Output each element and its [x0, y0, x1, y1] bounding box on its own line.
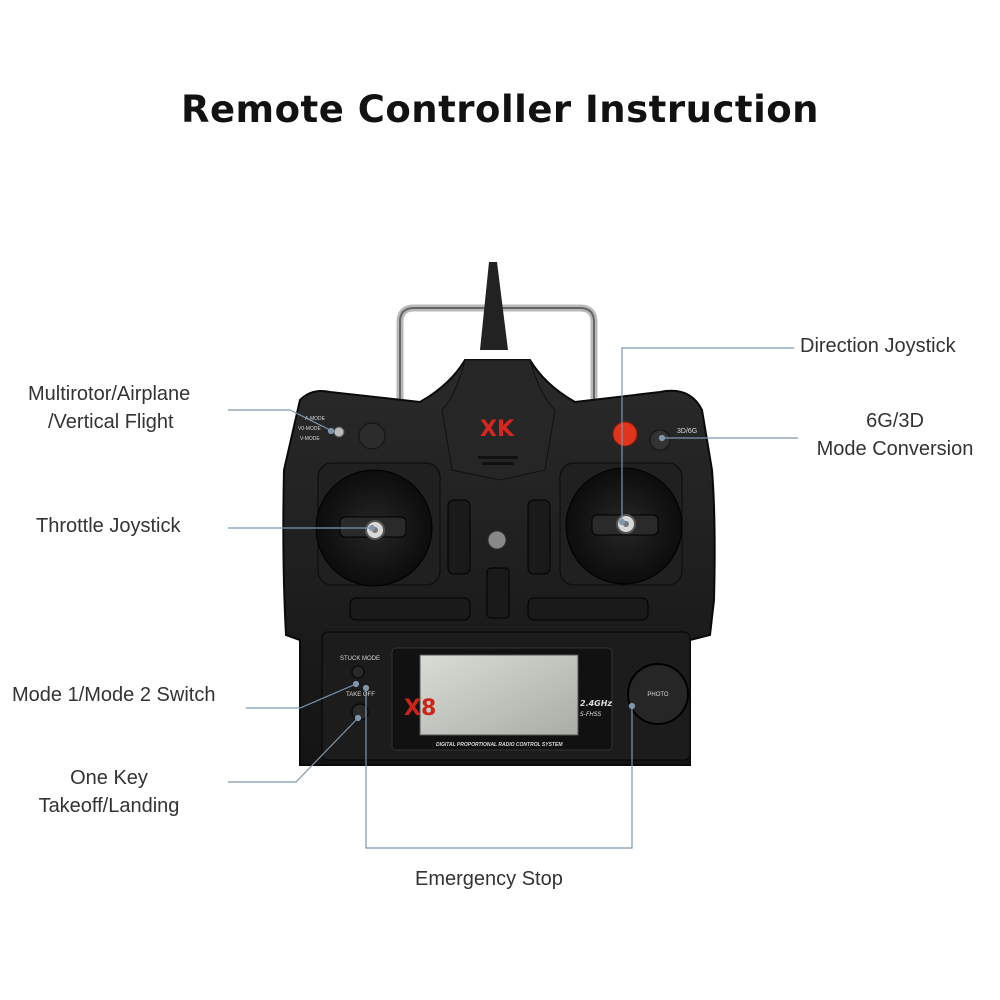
take-off-label: TAKE OFF	[346, 692, 375, 698]
label-emergency: Emergency Stop	[415, 868, 563, 890]
protocol-label: S-FHSS	[580, 711, 602, 718]
leader-emergency	[365, 688, 633, 849]
svg-text:V0-MODE: V0-MODE	[298, 426, 321, 432]
model-name: X8	[404, 696, 436, 721]
red-button	[612, 421, 638, 447]
leader-mode-switch	[246, 683, 357, 709]
leader-one-key	[228, 717, 359, 783]
mode-3d6g-label: 3D/6G	[677, 428, 697, 435]
label-mode-switch: Mode 1/Mode 2 Switch	[12, 684, 216, 706]
photo-label: PHOTO	[647, 692, 669, 698]
label-one-key: One Key Takeoff/Landing	[38, 767, 180, 817]
photo-button	[627, 663, 689, 725]
svg-text:V-MODE: V-MODE	[300, 436, 320, 442]
flight-mode-switch	[333, 426, 345, 438]
label-mode-conversion: 6G/3D Mode Conversion	[816, 410, 974, 460]
leader-lines	[228, 347, 798, 849]
antenna	[480, 262, 508, 350]
label-direction: Direction Joystick	[800, 335, 956, 357]
label-multirotor: Multirotor/Airplane /Vertical Flight	[28, 383, 191, 433]
system-text: DIGITAL PROPORTIONAL RADIO CONTROL SYSTE…	[436, 742, 563, 748]
stuck-mode-switch	[351, 665, 365, 679]
label-throttle: Throttle Joystick	[36, 515, 181, 537]
svg-text:A-MODE: A-MODE	[305, 416, 326, 422]
brand-logo: XK	[480, 417, 515, 442]
lcd-screen	[419, 654, 579, 736]
leader-multirotor	[228, 409, 331, 431]
leader-direction	[621, 347, 794, 522]
page-title: Remote Controller Instruction	[180, 88, 820, 131]
stuck-mode-label: STUCK MODE	[340, 656, 380, 662]
band-label: 2.4GHz	[580, 699, 612, 708]
